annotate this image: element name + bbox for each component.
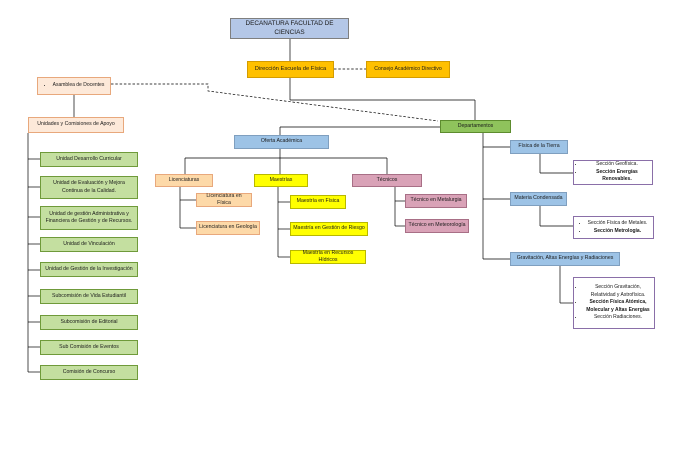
seccion-item: Sección Radiaciones. (584, 314, 652, 322)
secciones-tierra-box: Sección Geofísica. Sección Energías Reno… (573, 160, 653, 185)
secciones-gravitacion-box: Sección Gravitación, Relatividad y Astro… (573, 277, 655, 329)
oferta-box: Oferta Académica (234, 135, 329, 149)
apoyo-item-9: Comisión de Concurso (40, 365, 138, 380)
seccion-item: Sección Gravitación, Relatividad y Astro… (584, 284, 652, 299)
licenciaturas-box: Licenciaturas (155, 174, 213, 187)
lic-geologia-box: Licenciatura en Geología (196, 221, 260, 235)
direccion-box: Dirección Escuela de Física (247, 61, 334, 78)
decanatura-box: DECANATURA FACULTAD DE CIENCIAS (230, 18, 349, 39)
apoyo-item-3: Unidad de gestión Administrativa y Finan… (40, 206, 138, 230)
tec-metalurgia-box: Técnico en Metalurgia (405, 194, 467, 208)
dashed-connectors (111, 68, 439, 122)
asamblea-list: Asamblea de Docentes (44, 82, 105, 90)
mae-riesgo-box: Maestría en Gestión de Riesgo (290, 222, 368, 236)
apoyo-item-1: Unidad Desarrollo Curricular (40, 152, 138, 167)
consejo-box: Consejo Académico Directivo (366, 61, 450, 78)
secciones-tierra-list: Sección Geofísica. Sección Energías Reno… (576, 161, 650, 184)
seccion-item: Sección Geofísica. (584, 161, 650, 169)
lic-fisica-box: Licenciatura en Física (196, 193, 252, 207)
tec-meteorologia-box: Técnico en Meteorología (405, 219, 469, 233)
fisica-tierra-box: Física de la Tierra (510, 140, 568, 154)
connector-lines (27, 39, 573, 373)
mae-hidricos-box: Maestría en Recursos Hídricos (290, 250, 366, 264)
asamblea-box: Asamblea de Docentes (37, 77, 111, 95)
seccion-item: Sección Física Atómica, Molecular y Alta… (584, 299, 652, 314)
gravitacion-box: Gravitación, Altas Energías y Radiacione… (510, 252, 620, 266)
seccion-item: Sección Energías Renovables. (584, 169, 650, 184)
apoyo-item-6: Subcomisión de Vida Estudiantil (40, 289, 138, 304)
unidades-box: Unidades y Comisiones de Apoyo (28, 117, 124, 133)
materia-box: Materia Condensada (510, 192, 567, 206)
secciones-gravitacion-list: Sección Gravitación, Relatividad y Astro… (576, 284, 652, 322)
departamentos-box: Departamentos (440, 120, 511, 133)
tecnicos-box: Técnicos (352, 174, 422, 187)
apoyo-item-7: Subcomisión de Editorial (40, 315, 138, 330)
mae-fisica-box: Maestría en Física (290, 195, 346, 209)
seccion-item: Sección Metrología. (588, 228, 648, 236)
secciones-materia-box: Sección Física de Metales. Sección Metro… (573, 216, 654, 239)
apoyo-item-2: Unidad de Evaluación y Mejora Continua d… (40, 176, 138, 199)
maestrias-box: Maestrías (254, 174, 308, 187)
apoyo-item-5: Unidad de Gestión de la Investigación (40, 262, 138, 277)
secciones-materia-list: Sección Física de Metales. Sección Metro… (580, 220, 648, 235)
apoyo-item-4: Unidad de Vinculación (40, 237, 138, 252)
apoyo-item-8: Sub Comisión de Eventos (40, 340, 138, 355)
seccion-item: Sección Física de Metales. (588, 220, 648, 228)
asamblea-label: Asamblea de Docentes (53, 82, 105, 90)
